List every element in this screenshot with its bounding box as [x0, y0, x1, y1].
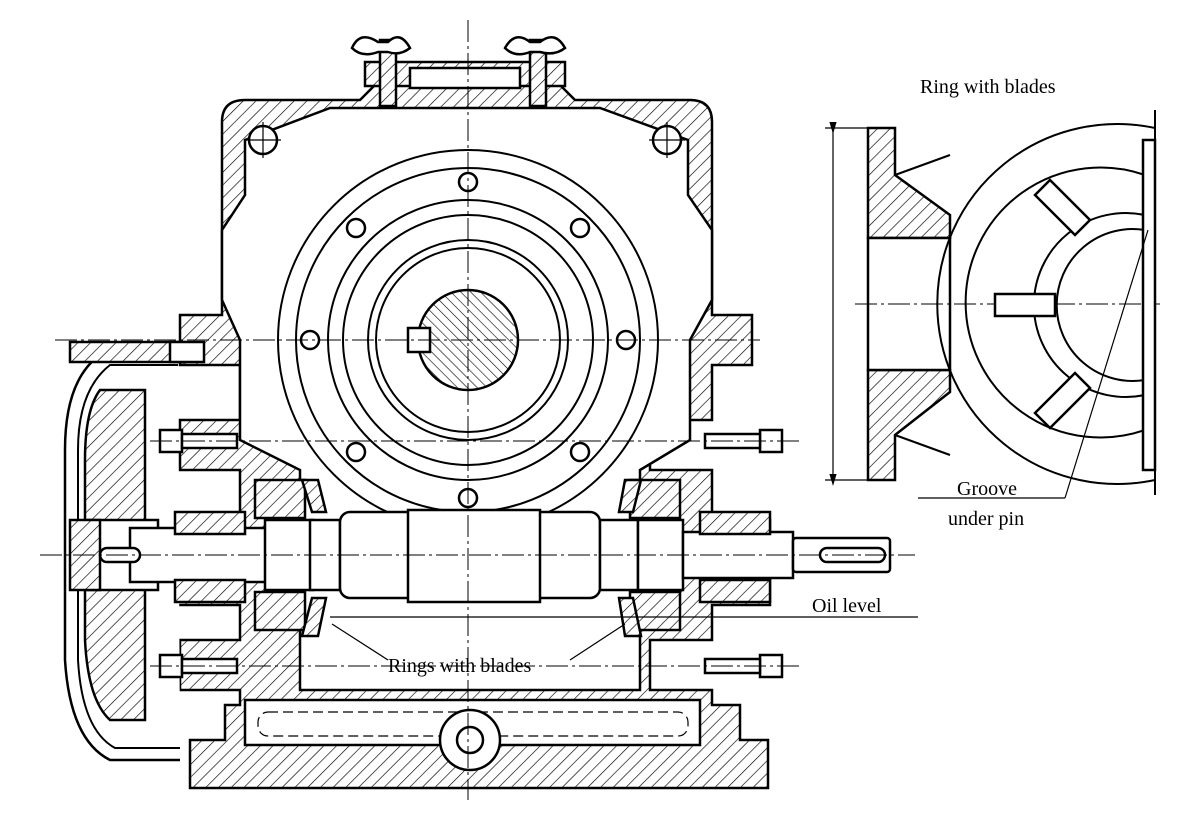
oil-level-label: Oil level [812, 595, 882, 617]
ring-with-blades-label: Ring with blades [920, 76, 1056, 98]
ring-end-view [936, 110, 1157, 499]
rings-with-blades-label: Rings with blades [388, 655, 532, 677]
center-lines [40, 20, 915, 800]
groove-label-line1: Groove [957, 478, 1017, 500]
ring-section-view [825, 122, 1160, 486]
housing-bolts [158, 428, 784, 772]
inspection-cover [350, 35, 567, 108]
groove-label-line2: under pin [948, 508, 1024, 530]
